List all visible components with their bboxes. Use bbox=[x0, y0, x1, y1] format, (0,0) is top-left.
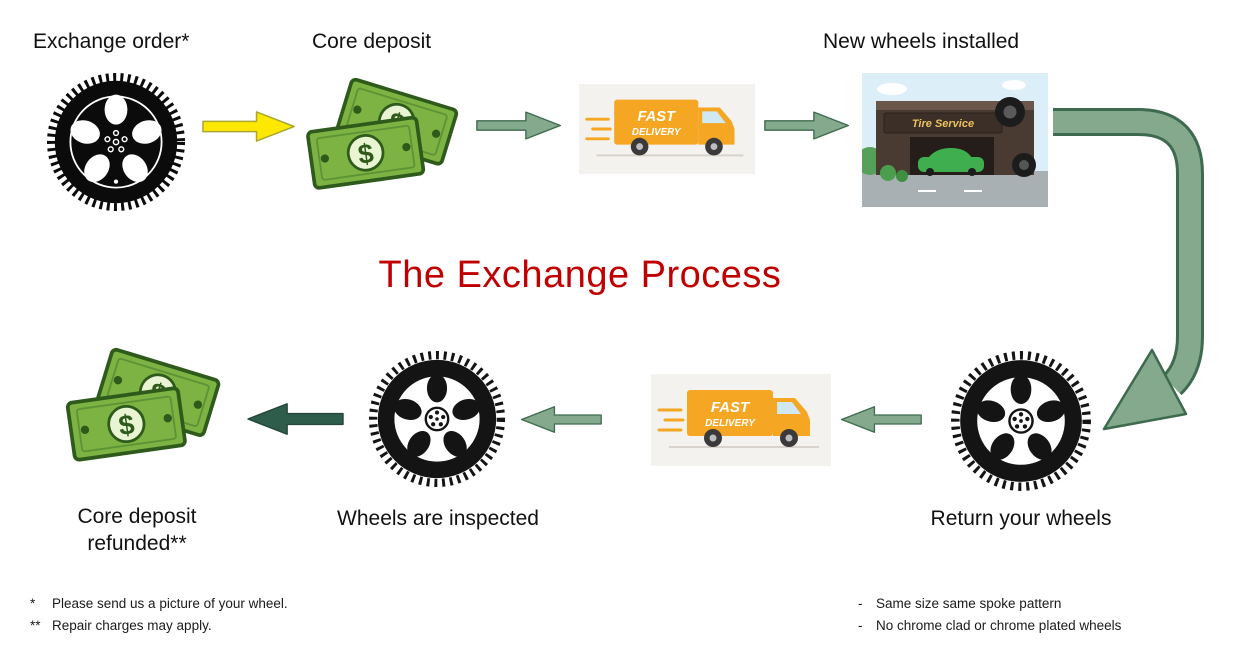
label-line: refunded** bbox=[87, 532, 187, 555]
yellow-arrow-icon bbox=[202, 110, 296, 143]
footnotes-right: -Same size same spoke pattern -No chrome… bbox=[858, 593, 1121, 637]
label-new-wheels-installed: New wheels installed bbox=[823, 30, 1020, 53]
green-arrow-icon bbox=[840, 404, 922, 435]
label-line: Core deposit bbox=[77, 505, 197, 528]
footnote-marker: - bbox=[858, 596, 863, 611]
shop-sign-text: Tire Service bbox=[912, 118, 974, 130]
footnote-text: Repair charges may apply. bbox=[52, 618, 212, 633]
white-wheel-icon bbox=[948, 348, 1094, 494]
tire-service-shop-image: Tire Service bbox=[862, 73, 1048, 207]
green-arrow-icon bbox=[520, 404, 602, 435]
footnotes-left: * Please send us a picture of your wheel.… bbox=[30, 593, 288, 637]
label-wheels-inspected: Wheels are inspected bbox=[337, 507, 539, 530]
black-wheel-icon bbox=[44, 70, 188, 214]
curved-arrow-icon bbox=[1038, 96, 1248, 446]
white-wheel-icon bbox=[366, 348, 508, 490]
footnote-marker: - bbox=[858, 618, 863, 633]
delivery-truck-icon: FAST DELIVERY bbox=[578, 84, 756, 174]
delivery-truck-icon: FAST DELIVERY bbox=[650, 374, 832, 466]
footnote-text: Please send us a picture of your wheel. bbox=[52, 596, 288, 611]
money-icon bbox=[292, 76, 474, 204]
label-return-your-wheels: Return your wheels bbox=[930, 507, 1112, 530]
dark-green-arrow-icon bbox=[246, 402, 344, 436]
money-refund-icon bbox=[52, 346, 236, 476]
footnote: -Same size same spoke pattern bbox=[858, 593, 1121, 615]
label-exchange-order: Exchange order* bbox=[33, 30, 190, 53]
footnote: ** Repair charges may apply. bbox=[30, 615, 288, 637]
footnote: * Please send us a picture of your wheel. bbox=[30, 593, 288, 615]
truck-text-delivery: DELIVERY bbox=[632, 127, 682, 138]
truck-text-delivery: DELIVERY bbox=[705, 418, 756, 429]
footnote-text: No chrome clad or chrome plated wheels bbox=[876, 618, 1122, 633]
label-core-deposit-refunded: Core deposit refunded** bbox=[27, 503, 247, 557]
green-arrow-icon bbox=[764, 110, 850, 141]
green-arrow-icon bbox=[476, 110, 562, 141]
truck-text-fast: FAST bbox=[711, 399, 751, 416]
truck-text-fast: FAST bbox=[638, 109, 677, 125]
footnote-marker: * bbox=[30, 596, 36, 611]
footnote: -No chrome clad or chrome plated wheels bbox=[858, 615, 1121, 637]
page-title: The Exchange Process bbox=[378, 254, 782, 296]
footnote-text: Same size same spoke pattern bbox=[876, 596, 1062, 611]
footnote-marker: ** bbox=[30, 618, 41, 633]
label-core-deposit: Core deposit bbox=[312, 30, 432, 53]
